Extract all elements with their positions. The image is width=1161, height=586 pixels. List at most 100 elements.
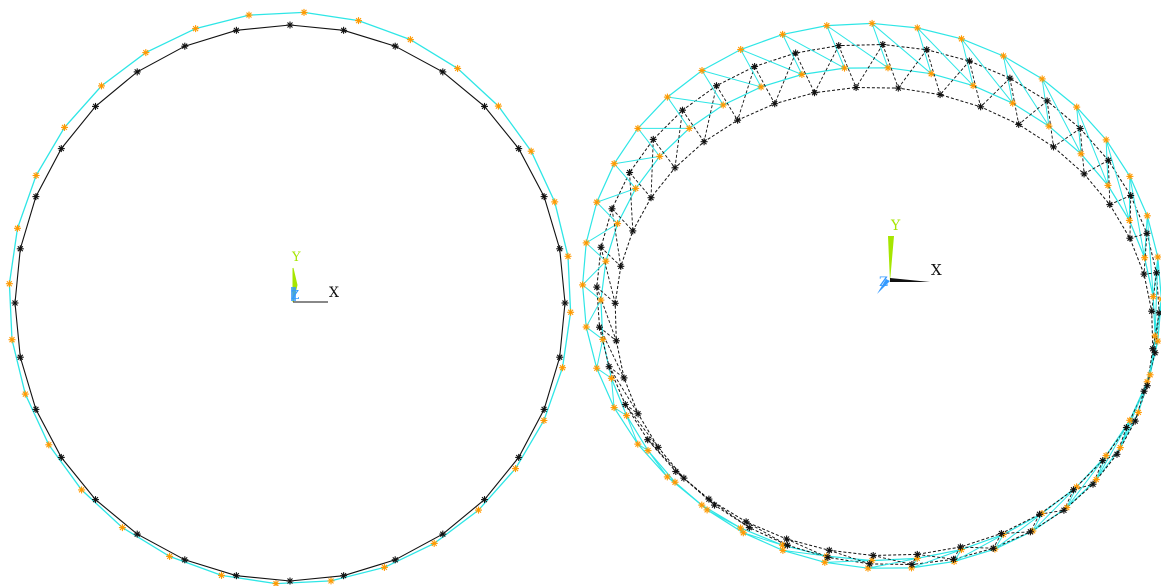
- deformed-node: [927, 70, 935, 78]
- undeformed-mesh-diagonal: [873, 555, 913, 565]
- deformed-node: [634, 440, 642, 448]
- undeformed-node: [621, 401, 629, 408]
- undeformed-node: [439, 530, 447, 538]
- deformed-node: [559, 364, 566, 372]
- undeformed-node: [1043, 97, 1051, 105]
- deformed-node: [1126, 172, 1134, 180]
- undeformed-node: [232, 572, 240, 580]
- x-axis-label: X: [329, 285, 339, 301]
- deformed-node: [1077, 150, 1085, 158]
- undeformed-mesh-edge: [599, 326, 617, 342]
- undeformed-node: [481, 496, 488, 504]
- undeformed-mesh-edge: [1152, 312, 1160, 349]
- undeformed-mesh-diagonal: [1018, 100, 1048, 125]
- undeformed-mesh-diagonal: [829, 549, 870, 565]
- z-axis-label: Z: [291, 288, 299, 302]
- undeformed-mesh-diagonal: [939, 60, 970, 95]
- deformed-mesh-diagonal: [626, 415, 639, 445]
- deformed-node: [821, 558, 829, 566]
- deformed-node: [610, 404, 618, 412]
- deformed-node: [406, 36, 414, 44]
- z-axis-label: Z: [879, 275, 888, 290]
- deformed-mesh-edge: [916, 27, 932, 74]
- deformed-node: [327, 577, 335, 585]
- deformed-node: [78, 486, 86, 494]
- undeformed-node: [751, 63, 759, 70]
- deformed-mesh-edge: [613, 163, 637, 189]
- undeformed-node: [181, 42, 189, 50]
- deformed-mesh-diagonal: [596, 339, 604, 369]
- deformed-node: [614, 220, 622, 228]
- deformed-mesh-diagonal: [1146, 215, 1154, 297]
- undeformed-node: [713, 82, 720, 90]
- deformed-node: [593, 198, 601, 206]
- undeformed-mesh-edge: [652, 139, 676, 169]
- undeformed-node: [16, 245, 24, 253]
- deformed-mesh-diagonal: [911, 549, 962, 569]
- deformed-node: [798, 71, 806, 78]
- undeformed-node: [734, 116, 742, 124]
- x-axis-label: X: [931, 261, 942, 279]
- undeformed-node: [515, 145, 523, 153]
- undeformed-node: [923, 46, 931, 54]
- deformed-node: [1141, 254, 1149, 262]
- undeformed-node: [1060, 506, 1068, 514]
- deformed-mesh-diagonal: [701, 70, 762, 88]
- undeformed-node: [605, 363, 613, 371]
- deformed-node: [757, 83, 765, 91]
- undeformed-node: [92, 496, 99, 504]
- undeformed-node: [1015, 120, 1023, 128]
- undeformed-mesh-diagonal: [774, 52, 797, 104]
- undeformed-node: [596, 323, 603, 331]
- deformed-mesh-diagonal: [1066, 455, 1107, 508]
- undeformed-mesh-edge: [1063, 489, 1074, 511]
- undeformed-node: [811, 89, 818, 97]
- undeformed-node: [32, 405, 40, 413]
- undeformed-mesh-edge: [629, 172, 652, 199]
- undeformed-node: [1140, 387, 1148, 395]
- undeformed-mesh-diagonal: [703, 85, 717, 142]
- deformed-mesh-diagonal: [667, 96, 724, 106]
- undeformed-node: [611, 299, 619, 307]
- deformed-node: [958, 35, 965, 43]
- undeformed-mesh-edge: [1030, 514, 1040, 533]
- undeformed-mesh-edge: [611, 208, 634, 232]
- deformed-mesh-diagonal: [867, 557, 918, 569]
- undeformed-node: [561, 299, 569, 307]
- deformed-node: [527, 147, 535, 155]
- undeformed-node: [771, 100, 779, 108]
- deformed-node: [841, 64, 848, 72]
- deformed-node: [1125, 216, 1133, 224]
- y-axis-label: Y: [890, 218, 901, 234]
- undeformed-mesh-edge: [911, 554, 918, 565]
- undeformed-node: [913, 550, 921, 558]
- deformed-node: [551, 198, 559, 206]
- undeformed-mesh-edge: [1092, 460, 1104, 485]
- undeformed-node: [556, 353, 564, 361]
- undeformed-node: [620, 374, 628, 382]
- undeformed-node: [1089, 480, 1097, 488]
- undeformed-node: [1143, 382, 1151, 390]
- deformed-node: [118, 524, 126, 532]
- deformed-mesh-diagonal: [674, 481, 703, 506]
- front-view-ring: Y X Z: [5, 8, 575, 586]
- undeformed-mesh-diagonal: [737, 66, 755, 121]
- deformed-node: [567, 308, 575, 316]
- deformed-mesh-edge: [961, 38, 974, 86]
- undeformed-node: [894, 84, 902, 92]
- y-axis-arrow: [888, 236, 894, 282]
- undeformed-mesh-edge: [1009, 78, 1020, 125]
- deformed-mesh-diagonal: [647, 450, 668, 478]
- undeformed-node: [1126, 234, 1134, 242]
- deformed-node: [1102, 452, 1110, 460]
- deformed-node: [663, 93, 671, 101]
- undeformed-node: [133, 530, 141, 538]
- deformed-node: [582, 323, 590, 331]
- deformed-node: [1151, 332, 1159, 340]
- undeformed-node: [340, 26, 348, 34]
- deformed-node: [1102, 136, 1110, 144]
- undeformed-node: [977, 103, 985, 111]
- undeformed-node: [391, 42, 399, 50]
- deformed-node: [1092, 476, 1100, 484]
- deformed-node: [779, 30, 787, 38]
